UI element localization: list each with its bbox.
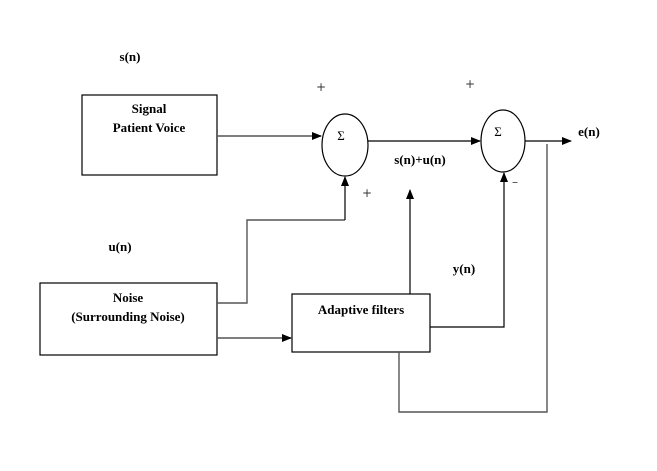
adaptive-filter-label: Adaptive filters — [318, 302, 404, 317]
signal-block: Signal Patient Voice — [81, 94, 218, 176]
adaptive-filter-block: Adaptive filters — [291, 293, 431, 353]
signal-sublabel: Patient Voice — [113, 120, 186, 135]
summer-2: Σ — [480, 109, 526, 173]
e-signal-label: e(n) — [578, 124, 600, 139]
summer-1: Σ — [321, 113, 369, 177]
signal-box — [81, 94, 218, 176]
error-feedback-line — [398, 144, 548, 413]
noise-sublabel: (Surrounding Noise) — [71, 309, 185, 324]
signal-label: Signal — [132, 101, 167, 116]
summer-2-circle — [480, 109, 526, 173]
noise-label: Noise — [113, 290, 144, 305]
noise-box — [39, 282, 218, 356]
sigma-icon: Σ — [337, 128, 345, 143]
adaptive-filter-box — [291, 293, 431, 353]
summer-2-bottom-sign: – — [512, 175, 518, 189]
summer-1-circle — [321, 113, 369, 177]
noise-block: Noise (Surrounding Noise) — [39, 282, 218, 356]
s-plus-u-label: s(n)+u(n) — [394, 152, 445, 167]
sigma-icon: Σ — [494, 124, 502, 139]
y-signal-label: y(n) — [453, 261, 475, 276]
summer-2-top-sign: + — [465, 77, 475, 91]
noise-to-summer1-line — [217, 219, 345, 304]
summer-1-bottom-sign: + — [362, 186, 372, 200]
filter-output-to-summer2-arrow — [430, 172, 508, 328]
s-signal-label: s(n) — [120, 49, 141, 64]
u-signal-label: u(n) — [108, 239, 131, 254]
summer-1-top-sign: + — [316, 80, 326, 94]
